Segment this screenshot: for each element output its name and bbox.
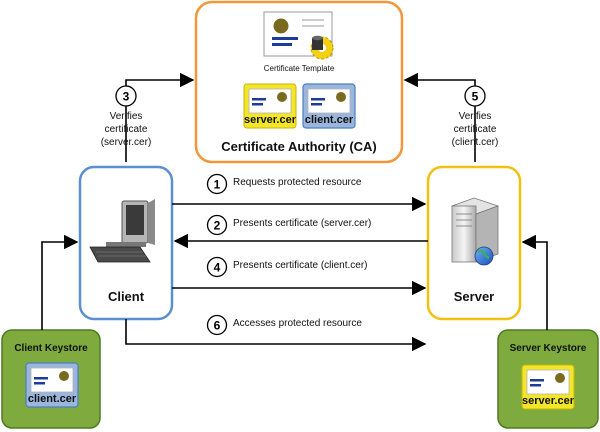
client-verify-line-3: (server.cer) xyxy=(100,137,152,148)
computer-icon xyxy=(89,199,155,263)
ca-client-cert-label: client.cer xyxy=(304,114,354,126)
step-number-1: 1 xyxy=(214,178,221,192)
step-1-text: Requests protected resource xyxy=(233,177,362,188)
step-circle-4: 4 xyxy=(206,256,228,278)
server-keystore-cert-label: server.cer xyxy=(522,395,574,407)
arrow-client-keystore xyxy=(41,234,79,330)
ca-client-cert-icon xyxy=(302,83,356,129)
arrow-client-to-ca xyxy=(125,72,195,162)
step-circle-3: 3 xyxy=(115,85,137,107)
step-circle-5: 5 xyxy=(464,85,486,107)
ca-title: Certificate Authority (CA) xyxy=(221,139,377,154)
client-verify-text: Verifies certificate (server.cer) xyxy=(86,110,166,149)
arrow-server-keystore xyxy=(521,234,548,330)
client-keystore-title: Client Keystore xyxy=(14,343,88,354)
step-4-text: Presents certificate (client.cer) xyxy=(233,260,368,271)
client-verify-line-2: certificate xyxy=(104,124,148,135)
client-keystore-cert-label: client.cer xyxy=(27,393,77,405)
server-label: Server xyxy=(453,289,495,304)
ca-server-cert-label: server.cer xyxy=(244,114,296,126)
step-number-4: 4 xyxy=(214,261,221,275)
server-verify-text: Verifies certificate (client.cer) xyxy=(435,110,515,149)
database-icon xyxy=(312,35,323,50)
ca-server-cert-icon xyxy=(243,83,297,129)
step-number-3: 3 xyxy=(123,90,130,104)
client-keystore-cert-icon xyxy=(25,362,79,408)
step-circle-1: 1 xyxy=(206,173,228,195)
server-verify-line-2: certificate xyxy=(453,124,497,135)
server-keystore-cert-icon xyxy=(521,364,575,410)
step-number-6: 6 xyxy=(214,319,221,333)
step-6-text: Accesses protected resource xyxy=(233,318,362,329)
server-verify-line-3: (client.cer) xyxy=(451,137,499,148)
step-2-text: Presents certificate (server.cer) xyxy=(233,218,372,229)
globe-icon xyxy=(474,246,494,266)
step-number-2: 2 xyxy=(214,219,221,233)
certificate-template-label: Certificate Template xyxy=(263,64,335,73)
step-circle-2: 2 xyxy=(206,214,228,236)
step-number-5: 5 xyxy=(472,90,479,104)
arrow-step-6 xyxy=(125,319,427,352)
client-label: Client xyxy=(107,289,145,304)
arrow-server-to-ca xyxy=(403,72,476,162)
server-verify-line-1: Verifies xyxy=(458,111,492,122)
step-circle-6: 6 xyxy=(206,314,228,336)
client-verify-line-1: Verifies xyxy=(109,111,143,122)
server-keystore-title: Server Keystore xyxy=(509,343,587,354)
